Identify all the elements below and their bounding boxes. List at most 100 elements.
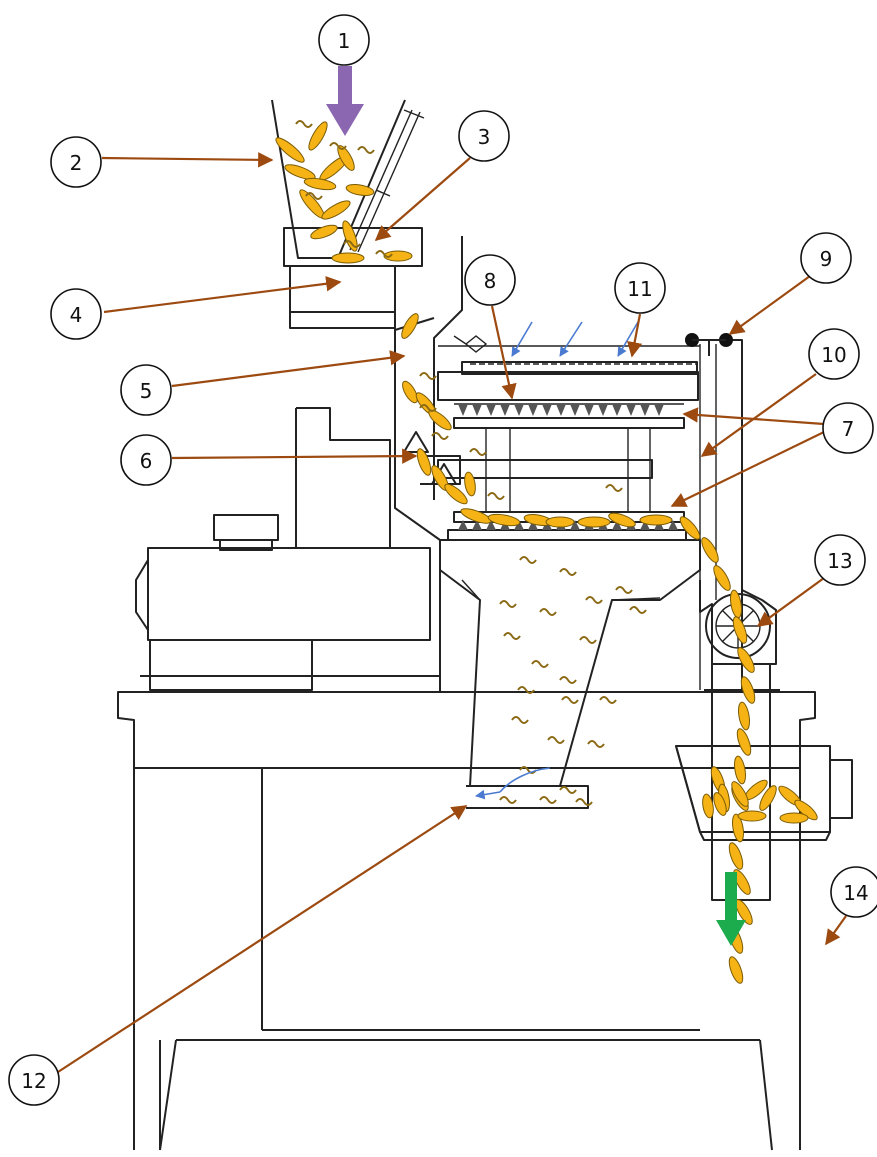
grain-41 <box>727 841 746 871</box>
husk-24 <box>548 737 564 743</box>
leader-line-14 <box>826 916 846 944</box>
grain-21 <box>463 471 477 496</box>
husk-17 <box>586 597 602 603</box>
leader-line-1 <box>102 158 272 160</box>
grain-37 <box>735 727 754 757</box>
leader-line-8 <box>492 306 512 398</box>
feed-hopper <box>272 100 424 328</box>
grain-29 <box>677 514 703 542</box>
leader-line-11 <box>632 314 640 356</box>
callout-number: 13 <box>827 549 852 573</box>
callout-4: 4 <box>51 289 101 339</box>
callout-7: 7 <box>823 403 873 453</box>
callout-number: 2 <box>70 151 83 175</box>
output-arrow-shaft <box>725 872 737 924</box>
grain-particles <box>273 120 820 985</box>
callout-number: 11 <box>627 277 652 301</box>
grain-15 <box>400 379 421 405</box>
hulling-chamber <box>395 236 742 690</box>
leader-line-4 <box>172 356 404 386</box>
input-arrow-shaft <box>338 66 352 106</box>
husk-11 <box>488 493 504 499</box>
husk-31 <box>616 587 632 593</box>
husk-12 <box>606 485 622 491</box>
husk-13 <box>520 557 536 563</box>
callout-8: 8 <box>465 255 515 305</box>
grain-28 <box>640 515 672 525</box>
callout-13: 13 <box>815 535 865 585</box>
callout-number: 10 <box>821 343 846 367</box>
husk-25 <box>588 741 604 747</box>
grain-52 <box>780 813 808 823</box>
leader-line-5 <box>172 456 416 458</box>
callout-number: 1 <box>338 29 351 53</box>
husk-18 <box>504 633 520 639</box>
callout-number: 14 <box>843 881 868 905</box>
callout-number: 6 <box>140 449 153 473</box>
grain-10 <box>309 223 339 242</box>
husk-14 <box>560 569 576 575</box>
husk-15 <box>500 601 516 607</box>
upper-blades <box>454 404 684 416</box>
husk-30 <box>576 799 592 805</box>
input-arrow-head <box>326 104 364 136</box>
callout-3: 3 <box>459 111 509 161</box>
callout-12: 12 <box>9 1055 59 1105</box>
husk-16 <box>540 609 556 615</box>
grain-30 <box>699 535 722 564</box>
grain-14 <box>399 311 422 340</box>
callout-number: 9 <box>820 247 833 271</box>
husk-29 <box>540 797 556 803</box>
grain-11 <box>345 183 374 198</box>
grain-18 <box>415 447 434 477</box>
callout-14: 14 <box>831 867 877 917</box>
callout-number: 3 <box>478 125 491 149</box>
grain-25 <box>546 517 574 527</box>
callout-5: 5 <box>121 365 171 415</box>
husk-19 <box>532 661 548 667</box>
machine-frame <box>118 692 815 1150</box>
grain-36 <box>737 701 752 730</box>
callout-10: 10 <box>809 329 859 379</box>
grain-38 <box>733 755 748 784</box>
husk-23 <box>512 717 528 723</box>
callout-9: 9 <box>801 233 851 283</box>
callout-number: 7 <box>842 417 855 441</box>
husk-20 <box>560 677 576 683</box>
callout-6: 6 <box>121 435 171 485</box>
husk-28 <box>500 797 516 803</box>
husk-34 <box>562 697 578 703</box>
callout-2: 2 <box>51 137 101 187</box>
callout-number: 12 <box>21 1069 46 1093</box>
husk-32 <box>630 607 646 613</box>
grain-12 <box>332 253 364 263</box>
collector-box <box>676 746 852 840</box>
grain-2 <box>306 120 331 153</box>
husk-10 <box>470 449 486 455</box>
grain-8 <box>320 198 353 223</box>
callout-number: 5 <box>140 379 153 403</box>
grain-26 <box>578 517 610 527</box>
leader-line-2 <box>376 158 470 240</box>
air-arrows <box>470 322 696 796</box>
leader-line-7 <box>672 432 824 506</box>
callout-11: 11 <box>615 263 665 313</box>
callout-number: 8 <box>484 269 497 293</box>
husk-1 <box>296 121 312 127</box>
grain-45 <box>727 955 746 985</box>
grain-31 <box>711 563 734 592</box>
grain-34 <box>735 645 758 674</box>
leader-line-13 <box>758 578 824 626</box>
input-arrow <box>326 66 364 136</box>
husk-27 <box>560 787 576 793</box>
leader-line-9 <box>730 276 810 334</box>
callout-number: 4 <box>70 303 83 327</box>
leader-line-3 <box>104 282 340 312</box>
husk-3 <box>358 147 374 153</box>
grain-53 <box>738 811 766 821</box>
husk-22 <box>600 697 616 703</box>
grain-27 <box>607 511 637 530</box>
callout-1: 1 <box>319 15 369 65</box>
